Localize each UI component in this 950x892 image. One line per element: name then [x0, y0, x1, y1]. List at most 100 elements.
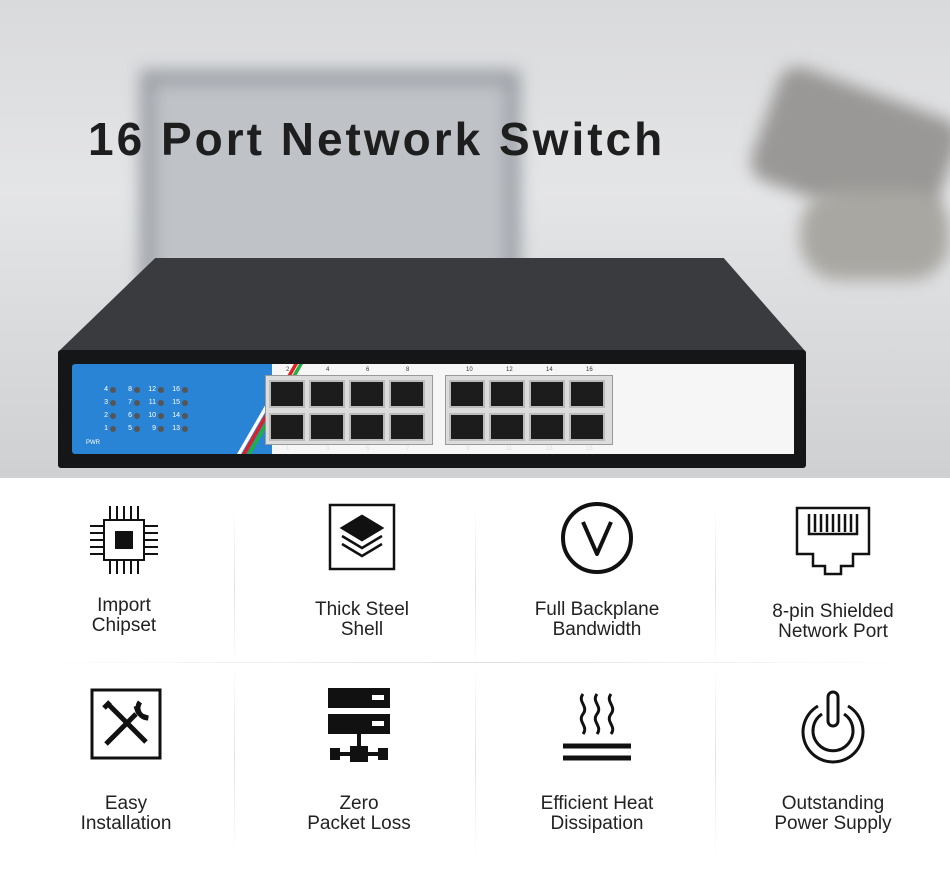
- led-indicator: [134, 386, 140, 393]
- port-led: 1: [94, 425, 116, 432]
- divider: [715, 664, 716, 854]
- feature-label: Outstanding Power Supply: [774, 793, 892, 834]
- led-label: 13: [172, 425, 180, 432]
- led-label: 2: [104, 412, 108, 419]
- feature-outstanding-power-supply: Outstanding Power Supply: [733, 688, 933, 834]
- port-led: 2: [94, 412, 116, 419]
- port-number: 5: [366, 446, 370, 452]
- port-block-left: [265, 375, 433, 445]
- port-led: 7: [118, 399, 140, 406]
- switch-top: [58, 258, 806, 352]
- port-number: 1: [286, 446, 290, 452]
- port-number: 9: [466, 446, 470, 452]
- led-indicator: [182, 386, 188, 393]
- led-indicator: [134, 399, 140, 406]
- port-number: 3: [326, 446, 330, 452]
- ethernet-port: [389, 380, 425, 408]
- feature-label: Efficient Heat Dissipation: [540, 793, 654, 834]
- led-label: 3: [104, 399, 108, 406]
- port-led: 10: [142, 412, 164, 419]
- led-indicator: [182, 399, 188, 406]
- led-indicator: [158, 386, 164, 393]
- feature-efficient-heat-dissipation: Efficient Heat Dissipation: [497, 690, 697, 834]
- port-number: 10: [466, 367, 473, 373]
- led-label: 15: [172, 399, 180, 406]
- port-block-right: [445, 375, 613, 445]
- led-indicator: [158, 399, 164, 406]
- led-label: 4: [104, 386, 108, 393]
- heat-icon: [563, 693, 631, 761]
- port-number: 15: [586, 446, 593, 452]
- ethernet-port: [569, 413, 605, 441]
- led-indicator: [110, 399, 116, 406]
- ethernet-port: [529, 380, 565, 408]
- feature-easy-installation: Easy Installation: [26, 688, 226, 834]
- led-label: 16: [172, 386, 180, 393]
- feature-label: Zero Packet Loss: [307, 793, 411, 834]
- port-number: 12: [506, 367, 513, 373]
- background-monitor: [140, 70, 520, 290]
- chip-icon: [90, 506, 158, 574]
- port-led: 4: [94, 386, 116, 393]
- feature-label: Import Chipset: [91, 595, 157, 636]
- ethernet-port: [349, 413, 385, 441]
- port-number: 8: [406, 367, 410, 373]
- port-led: 15: [166, 399, 188, 406]
- divider: [234, 508, 235, 668]
- ethernet-port: [449, 413, 485, 441]
- led-indicator: [158, 412, 164, 419]
- divider: [715, 508, 716, 668]
- feature-label: Full Backplane Bandwidth: [534, 599, 660, 640]
- port-led: 11: [142, 399, 164, 406]
- led-label: 6: [128, 412, 132, 419]
- ethernet-port: [449, 380, 485, 408]
- port-led: 9: [142, 425, 164, 432]
- v-circle-icon: [561, 502, 633, 574]
- port-number: 6: [366, 367, 370, 373]
- feature-full-backplane-bandwidth: Full Backplane Bandwidth: [497, 500, 697, 640]
- port-led: 16: [166, 386, 188, 393]
- ethernet-port: [309, 413, 345, 441]
- ethernet-port: [269, 413, 305, 441]
- divider: [475, 664, 476, 854]
- port-led: 13: [166, 425, 188, 432]
- led-indicator: [110, 386, 116, 393]
- led-label: 7: [128, 399, 132, 406]
- ethernet-port: [269, 380, 305, 408]
- pwr-label: PWR: [86, 440, 100, 446]
- port-number: 14: [546, 367, 553, 373]
- led-indicator: [158, 425, 164, 432]
- divider: [40, 662, 910, 663]
- port-number: 11: [506, 446, 513, 452]
- port-number: 7: [406, 446, 410, 452]
- port-led: 8: [118, 386, 140, 393]
- led-indicator: [182, 425, 188, 432]
- port-number: 16: [586, 367, 593, 373]
- ethernet-port: [489, 380, 525, 408]
- led-label: 12: [148, 386, 156, 393]
- ethernet-port: [389, 413, 425, 441]
- led-label: 10: [148, 412, 156, 419]
- background-camera-2: [800, 190, 950, 280]
- led-indicator: [134, 412, 140, 419]
- port-led: 14: [166, 412, 188, 419]
- led-indicator: [134, 425, 140, 432]
- divider: [234, 664, 235, 854]
- layers-icon: [328, 503, 396, 571]
- port-number: 13: [546, 446, 553, 452]
- port-number: 4: [326, 367, 330, 373]
- rj45-port-icon: [795, 506, 871, 576]
- feature-import-chipset: Import Chipset: [24, 502, 224, 636]
- port-led: 12: [142, 386, 164, 393]
- led-indicator: [182, 412, 188, 419]
- led-indicator: [110, 425, 116, 432]
- ethernet-port: [309, 380, 345, 408]
- feature-label: 8-pin Shielded Network Port: [772, 601, 894, 642]
- ethernet-port: [569, 380, 605, 408]
- ethernet-port: [489, 413, 525, 441]
- led-label: 1: [104, 425, 108, 432]
- led-label: 8: [128, 386, 132, 393]
